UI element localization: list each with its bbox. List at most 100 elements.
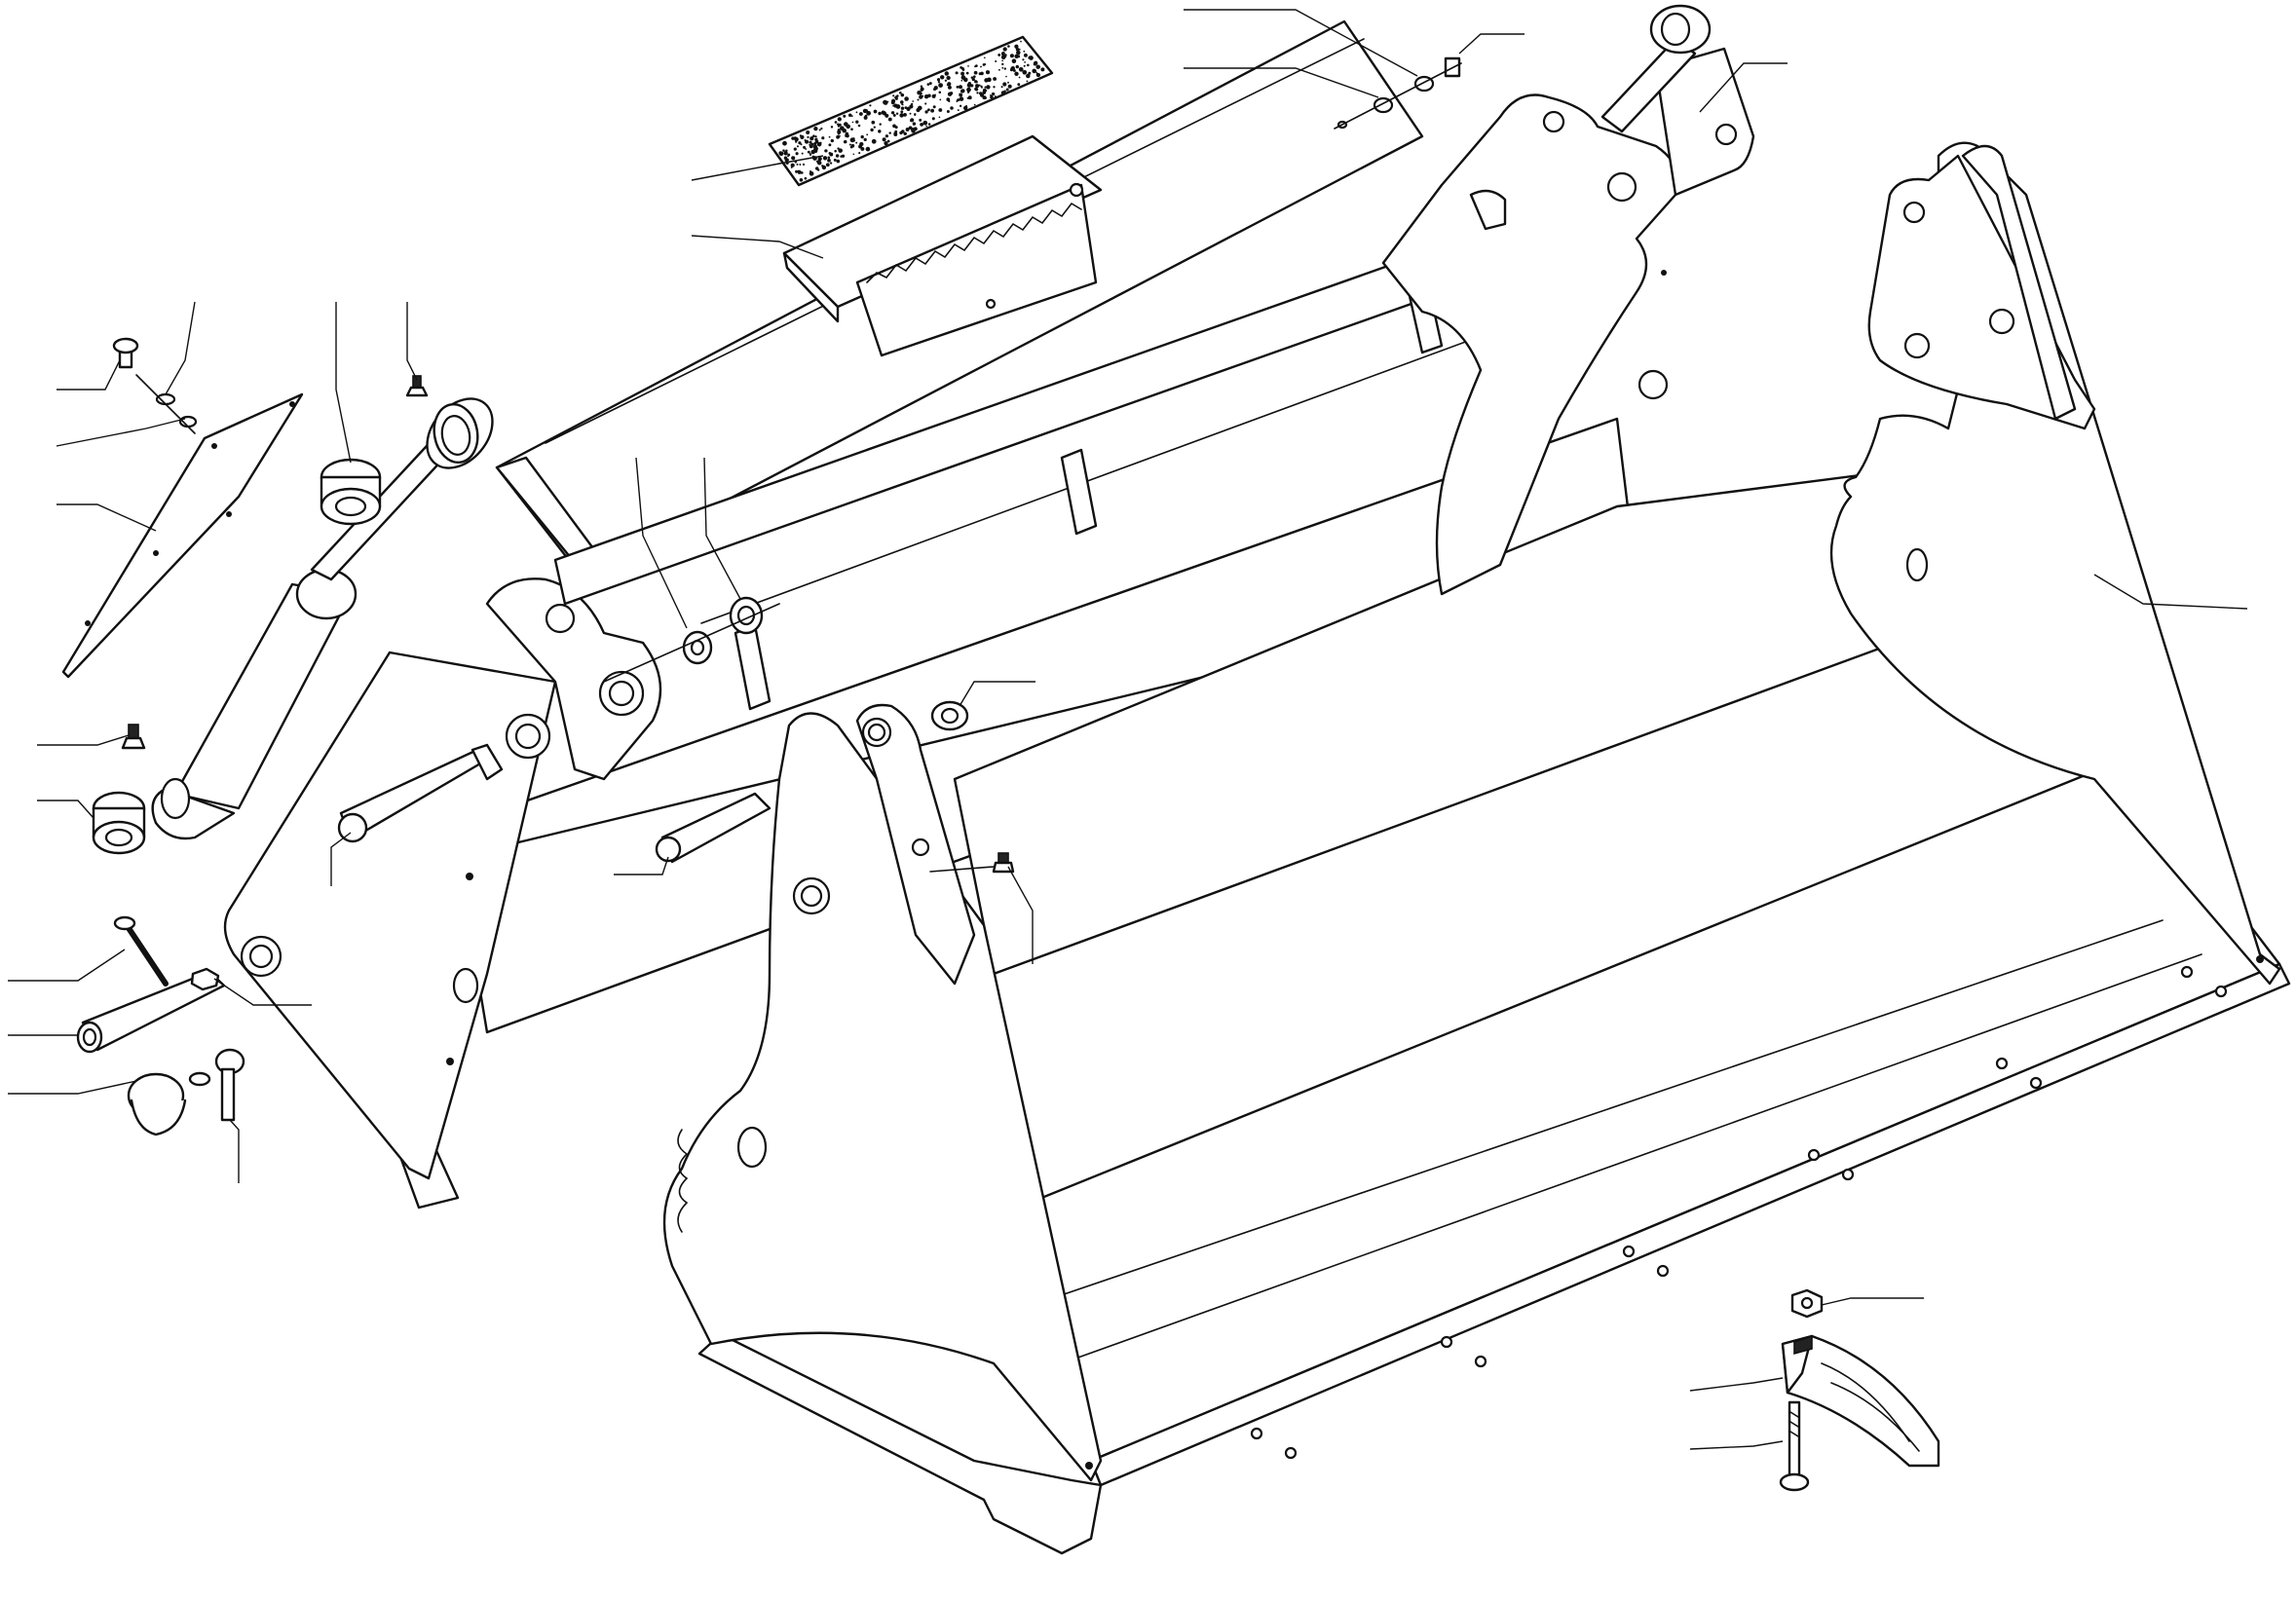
grip-speck (882, 137, 886, 142)
guard-corner-hole (1069, 182, 1084, 198)
grip-speck (803, 145, 807, 149)
grip-speck (1032, 68, 1036, 74)
grip-speck (807, 150, 810, 154)
grip-speck (839, 134, 841, 137)
grip-speck (910, 128, 915, 131)
grip-speck (912, 100, 915, 102)
grip-speck (888, 131, 891, 134)
hydraulic-cylinder (151, 397, 494, 840)
grip-speck (892, 104, 895, 107)
cutting-edge (1089, 962, 2291, 1487)
grip-speck (959, 85, 962, 90)
lug-nut-hole (940, 707, 960, 725)
grip-speck (972, 75, 976, 79)
side-plate-rivet (2256, 955, 2264, 963)
cover-bolt-head (112, 337, 139, 354)
grip-speck (983, 56, 986, 59)
grip-speck (985, 90, 988, 93)
grip-speck (806, 130, 810, 134)
grip-speck (986, 85, 991, 90)
grip-speck (947, 92, 953, 96)
grip-speck (813, 149, 818, 153)
grip-speck (1003, 67, 1006, 70)
leader-line (8, 949, 126, 982)
grip-speck (914, 113, 917, 116)
grip-speck (1014, 54, 1019, 59)
grip-speck (836, 134, 840, 139)
grip-speck (819, 141, 822, 144)
grip-speck (851, 137, 855, 140)
grip-speck (919, 118, 922, 122)
grip-speck (984, 86, 987, 89)
grip-speck (804, 176, 808, 180)
grip-speck (1026, 63, 1030, 67)
grip-speck (993, 86, 996, 89)
grip-speck (900, 100, 904, 104)
pivot-pin-2-head (655, 836, 682, 863)
grip-speck (982, 95, 987, 100)
grip-speck (961, 68, 965, 71)
side-plate-hole (452, 967, 479, 1004)
grip-speck (995, 59, 997, 63)
grip-speck (850, 128, 853, 131)
grip-speck (1040, 67, 1045, 72)
grip-speck (883, 99, 887, 105)
assembly-axis (929, 866, 995, 873)
grip-speck (928, 82, 932, 86)
bolt-hole (2180, 965, 2194, 979)
leader-line (1821, 1297, 1924, 1306)
grip-speck (798, 141, 802, 145)
rod-eye-hole (440, 415, 471, 456)
grip-speck (864, 114, 868, 118)
frame-hole (1542, 110, 1565, 133)
grip-speck (827, 156, 831, 160)
floor-seam (1061, 953, 2202, 1364)
serrated-guard (782, 134, 1103, 357)
pin-cap-rim (130, 1098, 187, 1136)
link-rod (1600, 37, 1697, 133)
grip-speck (869, 104, 872, 107)
grip-speck (965, 71, 969, 75)
grip-speck (801, 171, 804, 174)
grip-speck (922, 120, 928, 126)
lug-pivot-hole-inner (867, 723, 886, 742)
grip-speck (795, 152, 799, 156)
grip-speck (1007, 81, 1009, 84)
grip-speck (976, 92, 979, 94)
grip-speck (824, 149, 828, 153)
grip-speck (990, 94, 994, 99)
grip-speck (828, 152, 832, 155)
small-bucket-left-side-plate (223, 651, 557, 1180)
grip-speck (939, 98, 942, 101)
grip-speck (925, 125, 927, 128)
leader-line (635, 457, 688, 629)
grip-speck (901, 130, 905, 133)
grip-speck (997, 53, 1001, 56)
grip-speck (850, 115, 853, 117)
grip-speck (846, 124, 850, 130)
bolt-hole (1284, 1446, 1298, 1460)
pivot-pin-head (337, 812, 368, 843)
grip-speck (1000, 91, 1005, 95)
grip-speck (812, 134, 815, 138)
grip-speck (910, 126, 913, 129)
grip-speck (1023, 53, 1028, 57)
grip-speck (895, 112, 899, 115)
grip-speck (911, 102, 914, 106)
grip-speck (900, 106, 905, 110)
grip-speck (975, 64, 978, 67)
grip-speck (997, 68, 1000, 71)
grip-speck (938, 108, 943, 112)
grip-speck (905, 128, 910, 131)
grip-speck (828, 135, 831, 138)
grip-speck (797, 169, 802, 174)
leader-line (2093, 574, 2248, 610)
side-plate-hole-inner (800, 884, 823, 908)
grip-speck (966, 87, 971, 93)
grip-speck (814, 137, 818, 141)
grip-speck (795, 169, 799, 173)
side-plate-hole (736, 1126, 768, 1169)
grip-speck (939, 75, 945, 80)
grip-speck (1024, 61, 1026, 63)
grip-speck (1002, 82, 1007, 87)
